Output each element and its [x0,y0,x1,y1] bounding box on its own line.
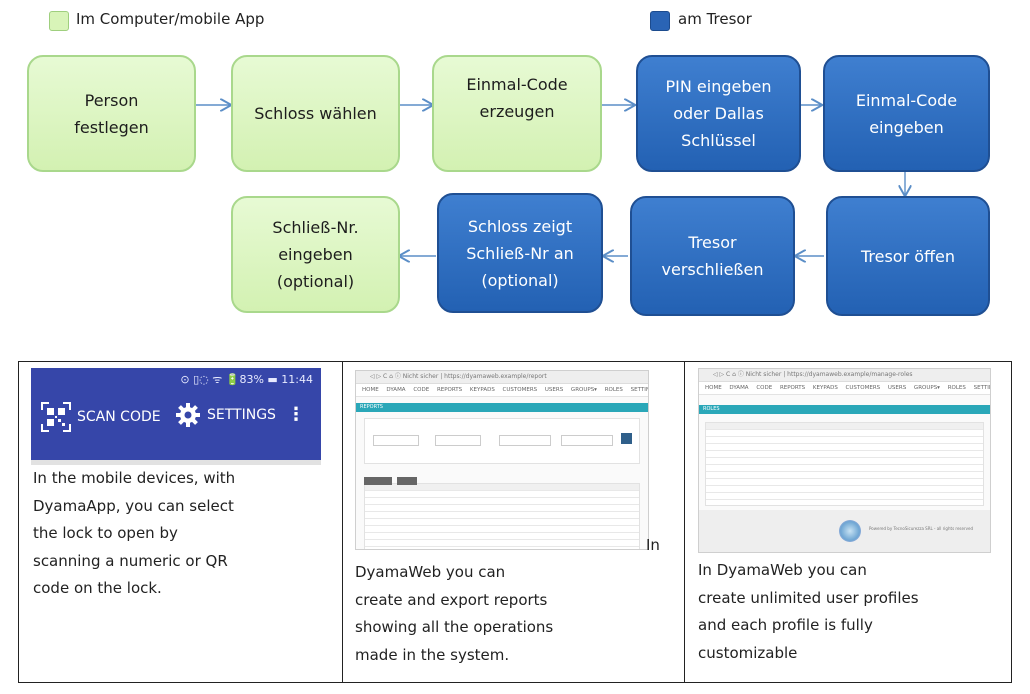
qr-code-icon [41,402,71,432]
node-tresor-verschliessen: Tresor verschließen [630,196,795,316]
gear-icon [176,403,200,427]
scan-code-label: SCAN CODE [77,409,161,425]
node-einmal-code-erzeugen: Einmal-Code erzeugen [432,55,602,172]
node-person-festlegen: Person festlegen [27,55,196,172]
node-einmal-code-eingeben: Einmal-Code eingeben [823,55,990,172]
reports-title-bar: REPORTS [356,403,648,412]
scan-code-button[interactable]: SCAN CODE [41,402,161,432]
profiles-web-screenshot: ◁ ▷ C ⌂ ⓘ Nicht sicher | https://dyamawe… [698,368,991,553]
profiles-url-bar: ◁ ▷ C ⌂ ⓘ Nicht sicher | https://dyamawe… [699,369,990,382]
reports-filter-area [364,418,640,464]
legend-app-swatch [49,11,69,31]
node-tresor-oeffen: Tresor öffen [826,196,990,316]
mobile-app-bar: ⊙ ▯◌ ᯤ 🔋83% ▬ 11:44 SCAN CODE [31,368,321,465]
more-menu-icon[interactable]: ⋮ [287,404,305,425]
profiles-table [705,422,984,506]
reports-table [364,483,640,549]
company-logo-icon [839,520,861,542]
reports-in-word: In [646,536,660,554]
profiles-title-bar: ROLES [699,405,990,414]
settings-button[interactable]: SETTINGS [175,402,276,428]
node-schloss-zeigt: Schloss zeigt Schließ-Nr an (optional) [437,193,603,313]
settings-label: SETTINGS [207,407,276,423]
legend-tresor-swatch [650,11,670,31]
legend-tresor-label: am Tresor [678,10,752,28]
legend-app-label: Im Computer/mobile App [76,10,265,28]
node-pin-eingeben: PIN eingeben oder Dallas Schlüssel [636,55,801,172]
flow-arrows [196,0,1030,340]
node-schliess-nr-eingeben: Schließ-Nr. eingeben (optional) [231,196,400,313]
node-schloss-waehlen: Schloss wählen [231,55,400,172]
reports-print-button[interactable] [397,477,418,485]
reports-export-button[interactable] [364,477,392,485]
profiles-footer-text: Powered by TecnoSicurezza SRL - all righ… [869,526,973,531]
reports-web-screenshot: ◁ ▷ C ⌂ ⓘ Nicht sicher | https://dyamawe… [355,370,649,550]
profiles-nav-menu: HOME DYAMA CODE REPORTS KEYPADS CUSTOMER… [699,382,990,395]
reports-search-button[interactable] [621,433,632,444]
reports-nav-menu: HOME DYAMA CODE REPORTS KEYPADS CUSTOMER… [356,384,648,397]
reports-url-bar: ◁ ▷ C ⌂ ⓘ Nicht sicher | https://dyamawe… [356,371,648,384]
reports-caption: DyamaWeb you can create and export repor… [355,563,554,664]
mobile-status-bar: ⊙ ▯◌ ᯤ 🔋83% ▬ 11:44 [180,373,313,386]
profiles-caption: In DyamaWeb you can create unlimited use… [698,561,919,662]
profiles-footer: Powered by TecnoSicurezza SRL - all righ… [699,510,990,552]
mobile-caption: In the mobile devices, with DyamaApp, yo… [33,469,236,597]
